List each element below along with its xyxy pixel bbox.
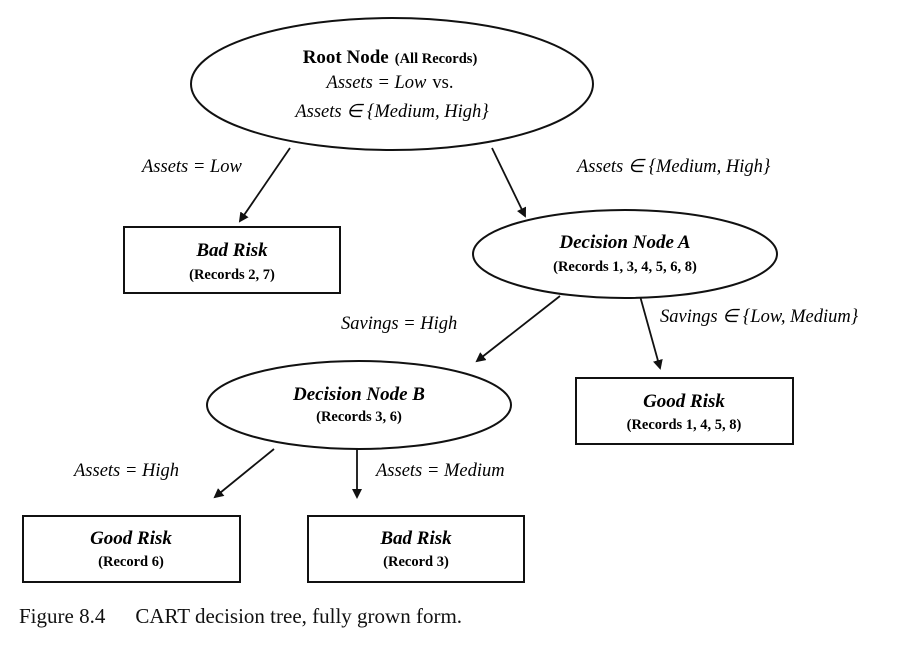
decision-node-a-title: Decision Node A <box>558 232 690 253</box>
edge-node-b-to-good-risk <box>213 448 275 499</box>
leaf-bad-risk-records-2-7: Bad Risk (Records 2, 7) <box>123 226 341 294</box>
edge-label-assets-medium-high: Assets ∈ {Medium, High} <box>575 157 771 177</box>
edge-node-a-to-node-b <box>475 295 561 363</box>
root-node-note: (All Records) <box>395 51 478 67</box>
figure-caption-text: CART decision tree, fully grown form. <box>135 604 463 628</box>
edge-label-assets-low: Assets = Low <box>140 157 243 177</box>
decision-node-a-records: (Records 1, 3, 4, 5, 6, 8) <box>553 259 697 275</box>
root-node-title-line: Root Node (All Records) <box>303 47 478 68</box>
edge-root-to-node-a <box>491 147 527 218</box>
leaf-good-risk-record-6: Good Risk (Record 6) <box>22 515 241 583</box>
leaf-records: (Records 2, 7) <box>189 267 275 283</box>
leaf-bad-risk-record-3: Bad Risk (Record 3) <box>307 515 525 583</box>
edge-label-assets-high: Assets = High <box>72 461 179 481</box>
decision-node-b: Decision Node B (Records 3, 6) <box>206 360 512 450</box>
leaf-records: (Record 3) <box>383 554 449 570</box>
leaf-title: Bad Risk <box>379 528 452 549</box>
leaf-records: (Record 6) <box>98 554 164 570</box>
root-split-line-2: Assets ∈ {Medium, High} <box>293 102 489 122</box>
root-split-vs: vs. <box>432 73 453 93</box>
decision-node-a: Decision Node A (Records 1, 3, 4, 5, 6, … <box>472 209 778 299</box>
leaf-title: Good Risk <box>90 528 172 549</box>
decision-node-b-records: (Records 3, 6) <box>316 409 402 425</box>
edge-root-to-bad-risk <box>238 147 291 223</box>
decision-node-b-title: Decision Node B <box>292 384 425 405</box>
figure-label: Figure 8.4 <box>19 604 106 628</box>
leaf-title: Good Risk <box>643 391 725 412</box>
edge-label-savings-low-medium: Savings ∈ {Low, Medium} <box>660 307 859 327</box>
root-node-title: Root Node <box>303 47 389 68</box>
root-split-low: Assets = Low <box>325 73 428 93</box>
leaf-title: Bad Risk <box>195 240 268 261</box>
edge-node-a-to-good-risk <box>639 295 663 370</box>
edge-label-assets-medium: Assets = Medium <box>374 461 505 481</box>
leaf-good-risk-records-1-4-5-8: Good Risk (Records 1, 4, 5, 8) <box>575 377 794 445</box>
leaf-records: (Records 1, 4, 5, 8) <box>627 417 742 433</box>
edge-label-savings-high: Savings = High <box>341 314 457 334</box>
figure-caption: Figure 8.4 CART decision tree, fully grow… <box>19 604 462 629</box>
